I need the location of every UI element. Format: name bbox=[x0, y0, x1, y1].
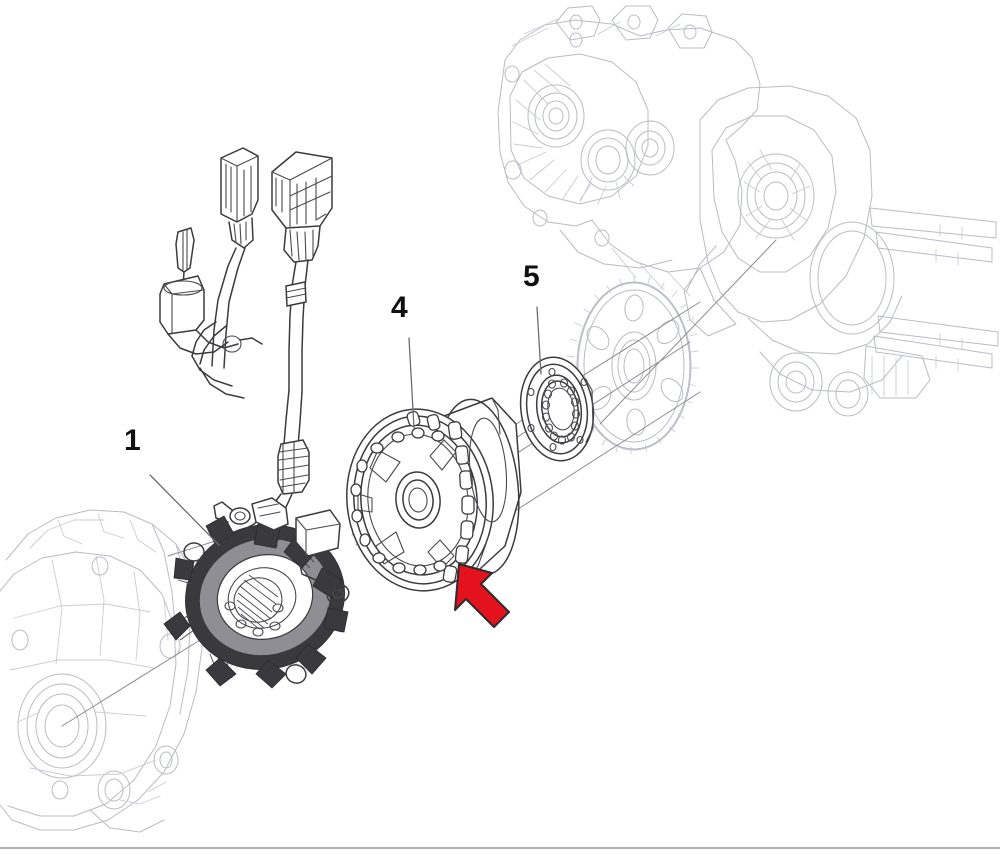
callout-number-1: 1 bbox=[124, 424, 141, 457]
flywheel-rotor bbox=[346, 397, 522, 592]
leader-line-4 bbox=[408, 337, 415, 429]
callout-number-4: 4 bbox=[391, 291, 408, 324]
crankcase-body-group bbox=[497, 5, 999, 417]
left-crankcase-cover bbox=[0, 509, 203, 833]
leader-line-1 bbox=[149, 474, 220, 546]
wiring-harness bbox=[159, 147, 333, 541]
callout-number-5: 5 bbox=[523, 260, 540, 293]
leader-line-5 bbox=[536, 306, 542, 375]
selection-arrow bbox=[454, 563, 510, 628]
starter-ring-gear bbox=[565, 274, 699, 455]
stator-assembly bbox=[163, 497, 350, 689]
callout-leader-lines bbox=[149, 306, 542, 546]
freewheel-clutch bbox=[519, 356, 595, 462]
